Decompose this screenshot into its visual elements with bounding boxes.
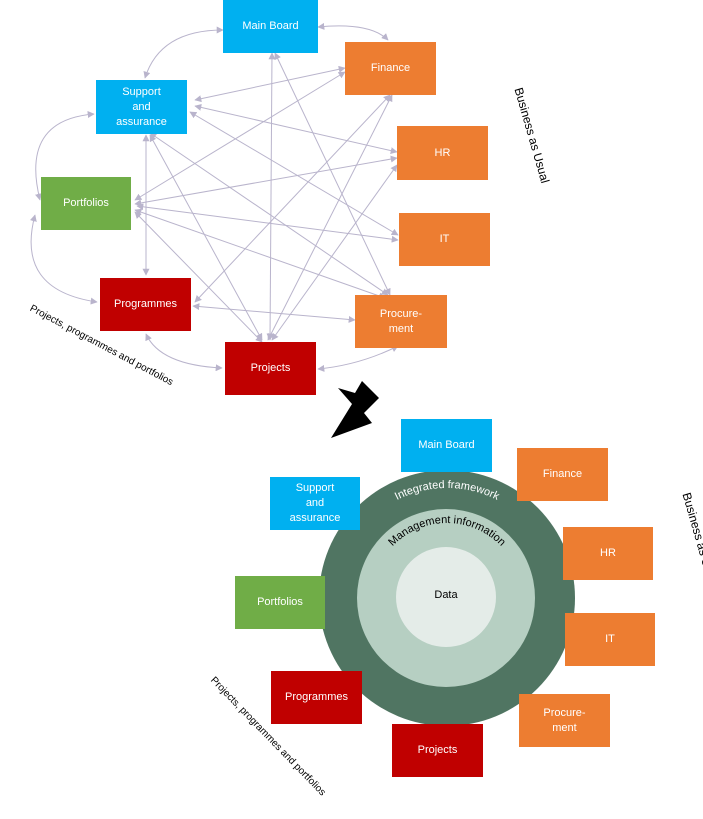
bottom-finance: Finance: [517, 448, 608, 501]
top-portfolios-label: Portfolios: [63, 197, 109, 209]
top-hr: HR: [397, 126, 488, 180]
bottom-support-assurance: Support and assurance: [270, 477, 360, 530]
bottom-programmes: Programmes: [271, 671, 362, 724]
connector-mainboard-support: [143, 26, 224, 79]
connector-projects-procurement: [317, 345, 399, 372]
ring-data: [396, 547, 496, 647]
top-main-board-label: Main Board: [242, 20, 299, 32]
bottom-procurement: Procure- ment: [519, 694, 610, 747]
bottom-main-board: Main Board: [401, 419, 492, 472]
top-hr-label: HR: [434, 146, 451, 159]
ring-inner-label: Data: [434, 589, 458, 601]
top-portfolios: Portfolios: [41, 177, 131, 230]
bottom-support-label: Support and assurance: [289, 482, 341, 524]
top-support-assurance: Support and assurance: [96, 80, 187, 134]
bottom-hr: HR: [563, 527, 653, 580]
top-finance-label: Finance: [370, 62, 411, 74]
top-procurement-label: Procure- ment: [379, 307, 423, 335]
top-main-board: Main Board: [223, 0, 318, 53]
bottom-portfolios-label: Portfolios: [257, 596, 303, 608]
connector-programmes-procurement: [192, 303, 356, 323]
top-it-label: IT: [439, 233, 450, 245]
connector-support-portfolios: [35, 111, 95, 201]
connector-portfolios-programmes: [29, 214, 98, 305]
top-programmes: Programmes: [100, 278, 191, 331]
bottom-hr-label: HR: [600, 547, 616, 559]
bottom-it-label: IT: [605, 633, 615, 645]
top-finance: Finance: [345, 42, 436, 95]
connector-mainboard-finance: [317, 22, 389, 41]
bottom-portfolios: Portfolios: [235, 576, 325, 629]
top-projects-label: Projects: [250, 362, 291, 374]
top-programmes-label: Programmes: [114, 298, 177, 310]
bottom-finance-label: Finance: [542, 468, 583, 480]
bottom-projects: Projects: [392, 724, 483, 777]
bottom-programmes-label: Programmes: [285, 691, 348, 703]
top-projects: Projects: [225, 342, 316, 395]
bottom-it: IT: [565, 613, 655, 666]
bottom-projects-label: Projects: [417, 744, 458, 756]
top-procurement: Procure- ment: [355, 295, 447, 348]
top-it: IT: [399, 213, 490, 266]
bottom-main-board-label: Main Board: [418, 439, 475, 451]
bottom-procurement-label: Procure- ment: [543, 706, 586, 734]
top-support-label: Support and assurance: [116, 85, 167, 128]
